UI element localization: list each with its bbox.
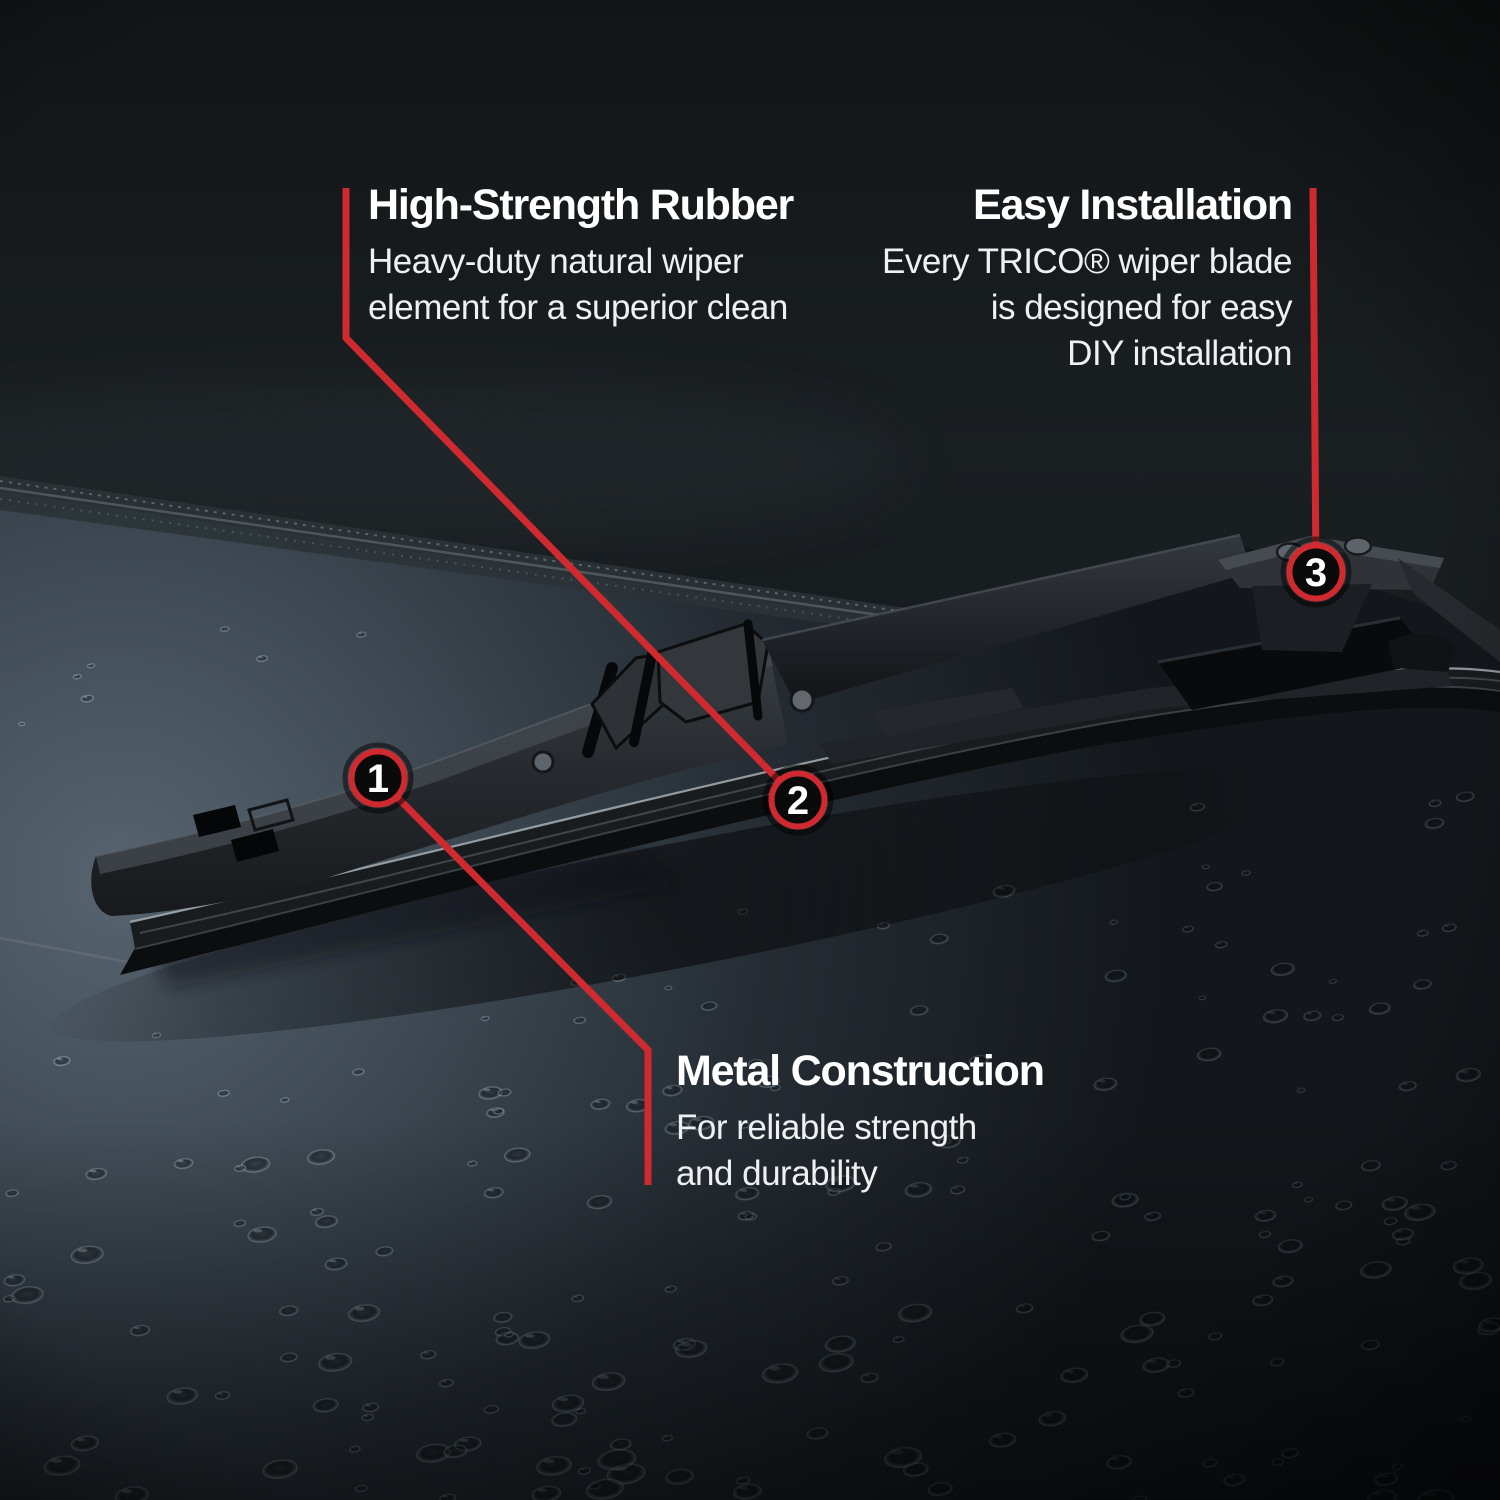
leader-line-2 bbox=[342, 188, 801, 803]
callout-title: High-Strength Rubber bbox=[368, 181, 794, 229]
svg-text:3: 3 bbox=[1305, 551, 1327, 595]
bottom-fade bbox=[0, 1120, 1500, 1500]
callout-subtitle-line: For reliable strength bbox=[676, 1108, 977, 1148]
callout-subtitle: Every TRICO® wiper blade is designed for… bbox=[882, 239, 1292, 377]
svg-text:1: 1 bbox=[367, 757, 389, 801]
number-badge-2: 2 bbox=[762, 764, 834, 836]
number-badge-3: 3 bbox=[1280, 536, 1352, 608]
callout-subtitle-line: Heavy-duty natural wiper bbox=[368, 242, 744, 282]
callout-metal-construction: Metal Construction For reliable strength… bbox=[676, 1047, 1045, 1197]
callout-subtitle-line: DIY installation bbox=[1067, 334, 1292, 374]
callout-subtitle-line: is designed for easy bbox=[990, 288, 1293, 328]
svg-text:2: 2 bbox=[787, 779, 809, 823]
callout-title: Easy Installation bbox=[973, 181, 1293, 229]
callout-high-strength-rubber: High-Strength Rubber Heavy-duty natural … bbox=[368, 181, 794, 331]
callout-subtitle: For reliable strength and durability bbox=[676, 1105, 1044, 1197]
callout-subtitle-line: and durability bbox=[676, 1154, 878, 1194]
callout-title: Metal Construction bbox=[676, 1047, 1045, 1095]
callout-subtitle-line: Every TRICO® wiper blade bbox=[882, 242, 1292, 282]
leader-line-1 bbox=[375, 775, 652, 1185]
number-badges: 1 2 3 bbox=[342, 536, 1352, 836]
leader-lines bbox=[342, 187, 1320, 1185]
callout-subtitle-line: element for a superior clean bbox=[368, 288, 788, 328]
callout-subtitle: Heavy-duty natural wiper element for a s… bbox=[368, 239, 793, 331]
callout-easy-installation: Easy Installation Every TRICO® wiper bla… bbox=[882, 181, 1293, 377]
leader-line-3 bbox=[1309, 187, 1320, 573]
number-badge-1: 1 bbox=[342, 742, 414, 814]
